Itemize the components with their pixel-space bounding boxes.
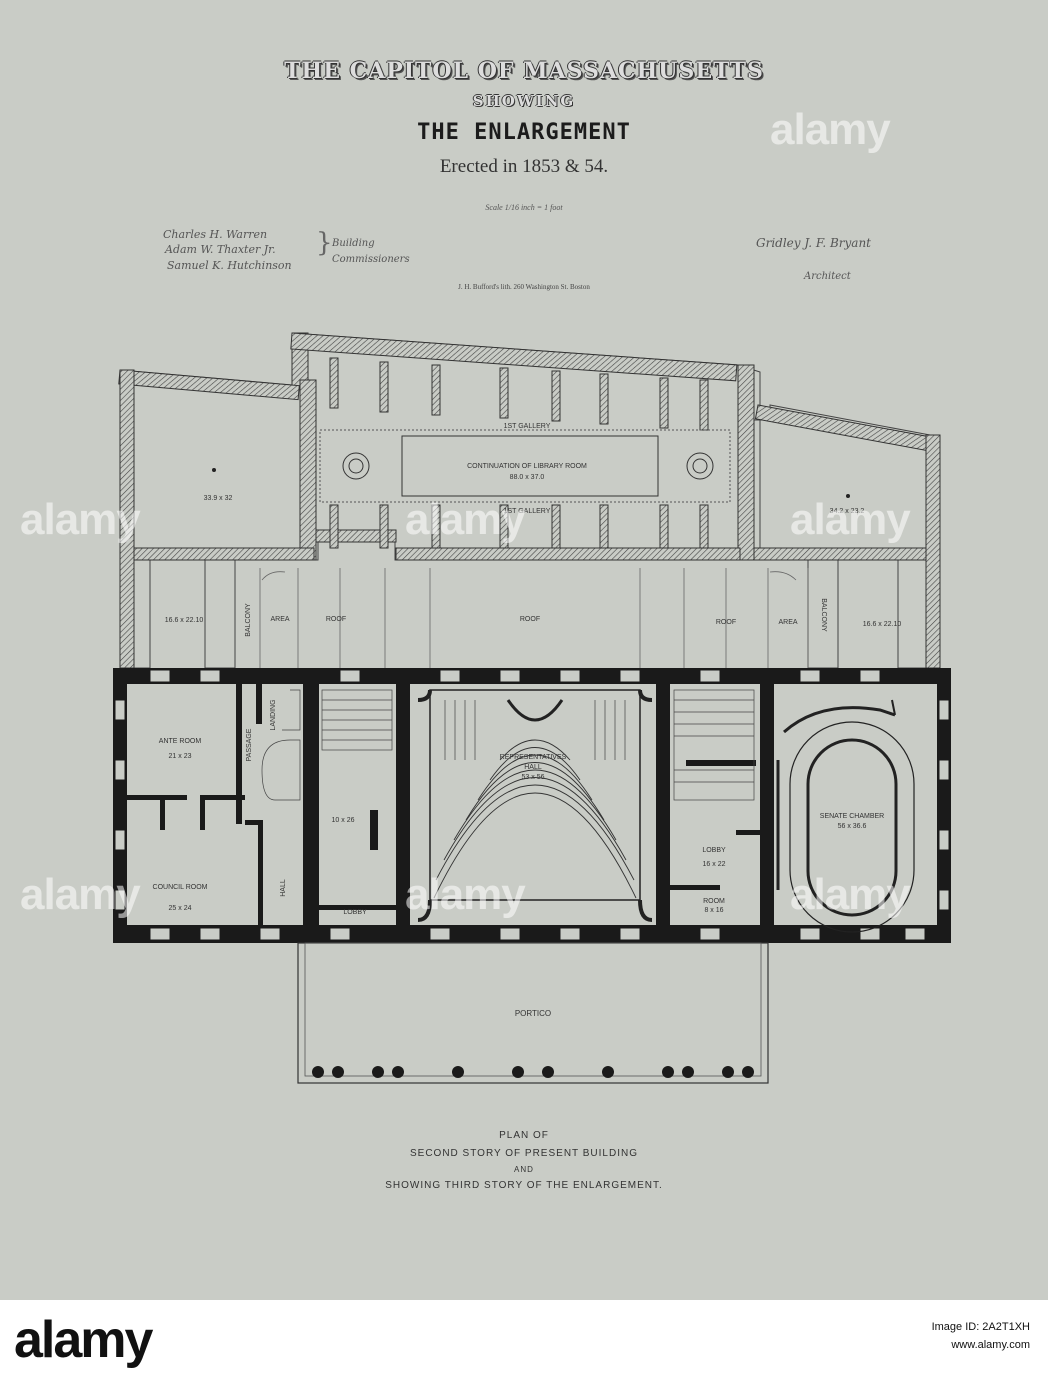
label-ante-size: 21 x 23: [169, 753, 192, 760]
label-area-left: AREA: [270, 616, 289, 623]
label-right-mid: 16.6 x 22.10: [863, 621, 902, 628]
commissioner-3: Samuel K. Hutchinson: [167, 259, 292, 272]
stair-icon: [686, 452, 714, 480]
title-line-1: THE CAPITOL OF MASSACHUSETTS: [284, 58, 764, 84]
gallery-outline: [319, 429, 731, 503]
title-line-4: Erected in 1853 & 54.: [439, 156, 609, 177]
watermark: alamy: [790, 870, 911, 919]
staircases: [261, 689, 755, 801]
image-id: Image ID: 2A2T1XH: [931, 1321, 1030, 1333]
watermark: alamy: [405, 495, 526, 544]
label-left-mid: 16.6 x 22.10: [165, 617, 204, 624]
watermark: alamy: [20, 870, 141, 919]
caption-line-4: SHOWING THIRD STORY OF THE ENLARGEMENT.: [385, 1180, 663, 1191]
architect-role: Architect: [804, 271, 851, 282]
label-balcony-left: BALCONY: [245, 603, 252, 637]
label-gallery-bottom: 1ST GALLERY: [504, 508, 551, 515]
watermark: alamy: [790, 495, 911, 544]
label-room-size: 8 x 16: [704, 907, 723, 914]
label-gallery-top: 1ST GALLERY: [504, 423, 551, 430]
label-roof-2: ROOF: [520, 616, 540, 623]
watermark: alamy: [20, 495, 141, 544]
footer-info: Image ID: 2A2T1XH www.alamy.com: [932, 1318, 1030, 1354]
label-lobby-right: LOBBY: [702, 847, 726, 854]
label-lobby-left: LOBBY: [343, 909, 367, 916]
watermark: alamy: [405, 870, 526, 919]
stair-icon: [342, 452, 370, 480]
label-left-upper: 33.9 x 32: [204, 495, 233, 502]
label-balcony-right: BALCONY: [820, 598, 827, 632]
commissioners-role: Building Commissioners: [332, 238, 410, 265]
watermark: alamy: [770, 105, 891, 154]
label-area-right: AREA: [778, 619, 797, 626]
library-room-outline: [401, 435, 659, 497]
label-library-size: 88.0 x 37.0: [510, 474, 545, 481]
brace-icon: }: [316, 228, 333, 258]
label-passage: PASSAGE: [246, 728, 253, 761]
label-council-size: 25 x 24: [169, 905, 192, 912]
caption-line-1: PLAN OF: [499, 1130, 549, 1141]
scale-note: Scale 1/16 inch = 1 foot: [485, 203, 563, 212]
label-representatives: REPRESENTATIVES: [500, 754, 567, 761]
caption-line-3: AND: [514, 1165, 534, 1174]
room-labels: 1ST GALLERY CONTINUATION OF LIBRARY ROOM…: [153, 423, 902, 1018]
label-roof-3: ROOF: [716, 619, 736, 626]
enlargement-walls: [118, 332, 941, 669]
architect-name: Gridley J. F. Bryant: [756, 236, 872, 250]
label-rep-hall: HALL: [524, 764, 542, 771]
label-council-room: COUNCIL ROOM: [153, 884, 208, 891]
main-building-walls: [113, 668, 951, 943]
caption-line-2: SECOND STORY OF PRESENT BUILDING: [410, 1148, 638, 1159]
representatives-hall: [417, 689, 653, 922]
label-roof-1: ROOF: [326, 616, 346, 623]
label-senate-size: 56 x 36.6: [838, 823, 867, 830]
windows: [114, 669, 950, 941]
label-lobby-right-size: 16 x 22: [703, 861, 726, 868]
roof-strip: [259, 568, 809, 668]
label-rep-size: 53 x 56: [522, 774, 545, 781]
commissioner-2: Adam W. Thaxter Jr.: [165, 243, 276, 256]
label-senate: SENATE CHAMBER: [820, 813, 884, 820]
lithographer-credit: J. H. Bufford's lith. 260 Washington St.…: [458, 283, 590, 291]
plan-sheet: THE CAPITOL OF MASSACHUSETTS SHOWING THE…: [0, 0, 1048, 1300]
floor-plan: 1ST GALLERY CONTINUATION OF LIBRARY ROOM…: [113, 332, 951, 1084]
stock-footer: [0, 1300, 1048, 1390]
title-line-3: THE ENLARGEMENT: [417, 120, 631, 145]
label-ante-room: ANTE ROOM: [159, 738, 202, 745]
title-line-2: SHOWING: [472, 92, 576, 110]
label-landing: LANDING: [270, 699, 277, 730]
label-library: CONTINUATION OF LIBRARY ROOM: [467, 463, 587, 470]
commissioner-1: Charles H. Warren: [163, 228, 268, 241]
footer-url: www.alamy.com: [951, 1339, 1030, 1351]
label-room: ROOM: [703, 898, 725, 905]
library-piers: [329, 357, 709, 549]
label-hall: HALL: [280, 879, 287, 897]
portico: [297, 942, 769, 1084]
senate-chamber: [776, 699, 915, 933]
label-right-upper: 34.2 x 23.2: [830, 508, 865, 515]
alamy-logo: alamy: [14, 1311, 153, 1369]
label-small-room: 10 x 26: [332, 817, 355, 824]
label-portico: PORTICO: [515, 1009, 551, 1018]
